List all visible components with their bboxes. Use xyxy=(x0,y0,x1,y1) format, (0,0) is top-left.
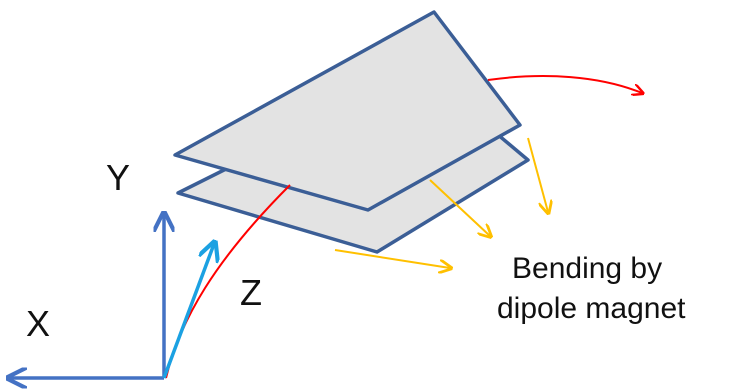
field-arrow xyxy=(334,249,450,268)
field-arrow xyxy=(527,137,548,212)
x-axis-label: X xyxy=(26,303,50,344)
caption-line-1: Bending by xyxy=(512,252,662,285)
y-axis-label: Y xyxy=(106,157,130,198)
z-axis-arrow xyxy=(162,244,214,379)
field-arrow xyxy=(429,179,490,236)
upper-magnet-plate xyxy=(173,10,522,212)
z-axis-label: Z xyxy=(240,272,262,313)
caption-line-2: dipole magnet xyxy=(497,292,686,325)
beam-trajectory-exit-arrow xyxy=(487,75,642,93)
